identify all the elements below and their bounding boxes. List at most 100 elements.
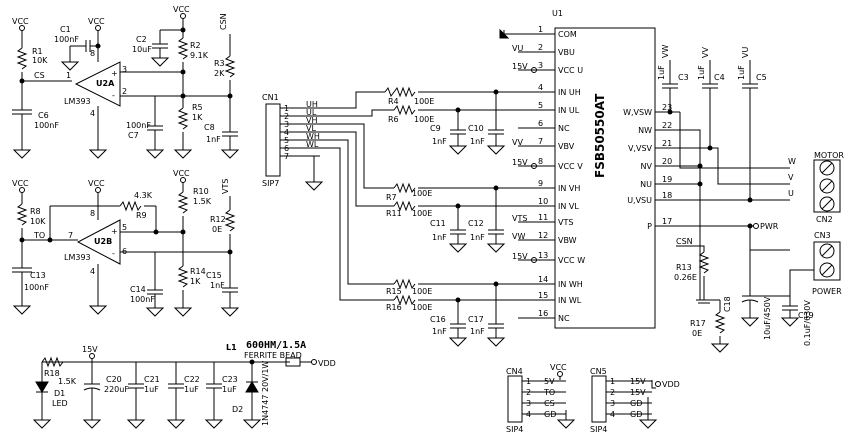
r17-ref: R17 (690, 319, 706, 328)
u1-pin-number: 11 (538, 213, 548, 222)
ground-icon (60, 61, 80, 71)
cn5-pin-signal: GD (630, 410, 642, 419)
c14-ref: C14 (130, 285, 146, 294)
r1-value: 10K (32, 56, 48, 65)
r5-ref: R5 (192, 103, 203, 112)
ground-icon (150, 57, 170, 67)
u1-pin-number: 23 (662, 103, 672, 112)
cn5-pin-signal: 15V (630, 377, 646, 386)
u1-pin-net: 15V (512, 252, 528, 261)
ground-icon (780, 317, 800, 327)
ground-icon (304, 181, 324, 191)
ground-icon (173, 307, 193, 317)
u1-pin-number: 3 (538, 61, 543, 70)
d2-ref: D2 (232, 405, 243, 414)
c19-ref: C19 (798, 311, 814, 320)
u1-pin-name: IN UL (558, 106, 580, 115)
ground-icon (448, 243, 468, 253)
ground-icon (166, 419, 186, 429)
svg-text:VW: VW (661, 45, 670, 58)
u1-pin-net: VV (512, 138, 523, 147)
cs-net-label: CS (34, 71, 45, 80)
c19-value: 0.1uF/630V (803, 300, 812, 346)
r16-ref: R16 (386, 303, 402, 312)
c3-value: 1uF (657, 65, 666, 80)
r18-resistor-icon (41, 356, 64, 368)
u1-pin-name: W,VSW (623, 108, 652, 117)
c8-ref: C8 (204, 123, 215, 132)
u1-pin-name: VBV (558, 142, 575, 151)
bootstrap-and-motor: VW VV VU 1uF C3 1uF C4 1uF C5 W V (655, 45, 844, 353)
c4-value: 1uF (697, 65, 706, 80)
u1-pin-net: VW (512, 232, 525, 241)
ground-icon (126, 419, 146, 429)
ground-icon (145, 307, 165, 317)
u1-pin-name: NC (558, 124, 570, 133)
cn1-pin-signal: VH (306, 116, 318, 125)
c12-value: 1nF (470, 233, 485, 242)
l1-desc: FERRITE BEAD (244, 351, 302, 360)
svg-text:PWR: PWR (760, 222, 779, 231)
c16-value: 1nF (432, 327, 447, 336)
u1-pin-name: VBW (558, 236, 577, 245)
led-icon (35, 381, 49, 393)
r2-value: 9.1K (190, 51, 209, 60)
svg-text:W: W (788, 157, 796, 166)
u1-pin-name: NC (558, 314, 570, 323)
cn1-pin-signal: WL (306, 140, 319, 149)
svg-text:3: 3 (122, 65, 127, 74)
c13-value: 100nF (24, 283, 49, 292)
cn2-label: MOTOR (814, 151, 844, 160)
ground-icon (486, 243, 506, 253)
u1-pin-number: 6 (538, 119, 543, 128)
u1-pin-number: 8 (538, 157, 543, 166)
svg-text:5: 5 (122, 223, 127, 232)
r3-resistor-icon (224, 55, 236, 78)
cn4-pin-signal: TO (543, 388, 555, 397)
c12-ref: C12 (468, 219, 484, 228)
svg-text:VDD: VDD (318, 359, 336, 368)
zener-diode-icon (245, 381, 259, 393)
u1-pin-name: V,VSV (628, 144, 653, 153)
r18-value: 1.5K (58, 377, 77, 386)
r1-resistor-icon (16, 47, 28, 70)
ground-icon (556, 419, 576, 429)
svg-text:VV: VV (701, 47, 710, 58)
vdd-terminal-icon (311, 359, 317, 365)
power-supply-section: 15V R18 1.5K D1 LED C20 220uF C21 1uF C2… (32, 340, 336, 429)
u1-pin-number: 12 (538, 231, 548, 240)
ground-icon (499, 28, 510, 39)
r12-ref: R12 (210, 215, 226, 224)
u1-pin-number: 2 (538, 43, 543, 52)
cn3-label: POWER (812, 287, 842, 296)
vcc-label: VCC (88, 179, 105, 188)
u1-pin-number: 21 (662, 139, 672, 148)
cn2-ref: CN2 (816, 215, 833, 224)
u1-pin-number: 1 (538, 25, 543, 34)
r3-value: 2K (214, 69, 225, 78)
c7-value: 100nF (126, 121, 151, 130)
r2-resistor-icon (177, 37, 189, 60)
u1-pin-number: 19 (662, 175, 672, 184)
c1-ref: C1 (60, 25, 71, 34)
r18-ref: R18 (44, 369, 60, 378)
cn5-pin-signal: 15V (630, 388, 646, 397)
u1-pin-name: VBU (558, 48, 575, 57)
r3-ref: R3 (214, 59, 225, 68)
u1-pin-number: 10 (538, 197, 548, 206)
c23-value: 1uF (222, 385, 237, 394)
ground-icon (32, 419, 52, 429)
u2b-section: VCC R8 10K TO C13 100nF VCC 8 U2B + - LM… (12, 169, 240, 317)
c16-ref: C16 (430, 315, 446, 324)
u1-pin-name: NU (640, 180, 652, 189)
vts-net-label: VTS (221, 179, 230, 194)
cn4-pin-signal: GD (544, 410, 556, 419)
c20-ref: C20 (106, 375, 122, 384)
u2b-ref: U2B (94, 237, 112, 246)
cn1-ref: CN1 (262, 93, 279, 102)
svg-text:7: 7 (68, 231, 73, 240)
cn1-pin-signal: VL (306, 124, 316, 133)
r9-resistor-icon (119, 200, 142, 212)
r8-ref: R8 (30, 207, 41, 216)
u1-pin-number: 18 (662, 191, 672, 200)
